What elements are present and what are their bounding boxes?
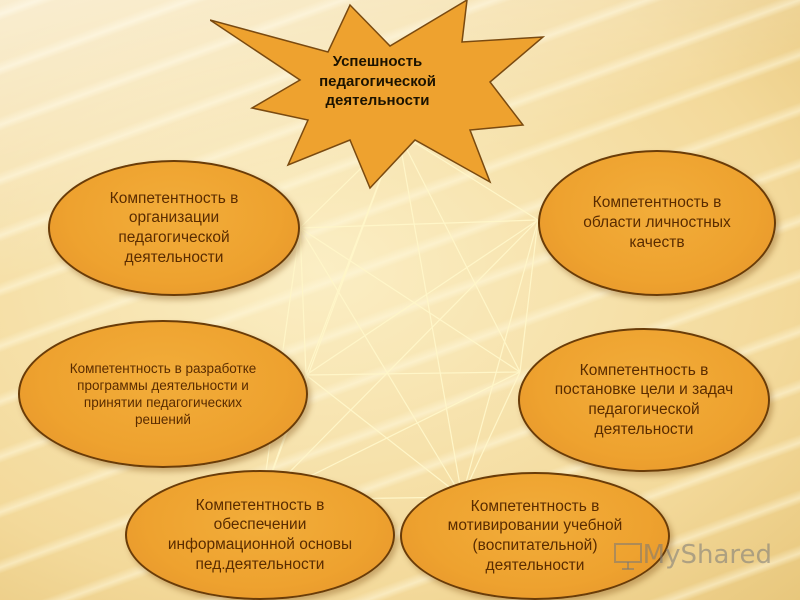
node-program-label: Компетентность в разработке программы де… xyxy=(69,360,257,428)
node-personal: Компетентность в области личностных каче… xyxy=(538,150,776,296)
connector-line xyxy=(397,131,521,373)
connector-line xyxy=(397,131,539,221)
connector-line xyxy=(461,219,539,498)
connector-line xyxy=(519,219,539,373)
watermark-text: MyShared xyxy=(642,540,772,570)
connector-line xyxy=(261,131,399,501)
connector-line xyxy=(299,227,307,376)
node-info-label: Компетентность в обеспечении информацион… xyxy=(167,496,353,573)
center-title: Успешность педагогической деятельности xyxy=(319,53,436,109)
node-org: Компетентность в организации педагогичес… xyxy=(48,160,300,296)
presentation-icon xyxy=(614,543,642,570)
connector-line xyxy=(299,227,521,373)
connector-line xyxy=(305,371,521,376)
connector-line xyxy=(461,371,521,498)
connector-line xyxy=(261,219,539,501)
node-program: Компетентность в разработке программы де… xyxy=(18,320,308,468)
watermark: MyShared xyxy=(612,535,772,575)
node-org-label: Компетентность в организации педагогичес… xyxy=(109,189,239,266)
node-goals: Компетентность в постановке цели и задач… xyxy=(518,328,770,472)
node-personal-label: Компетентность в области личностных каче… xyxy=(583,194,731,251)
node-info: Компетентность в обеспечении информацион… xyxy=(125,470,395,600)
connector-line xyxy=(299,227,463,498)
connector-line xyxy=(305,219,539,376)
node-goals-label: Компетентность в постановке цели и задач… xyxy=(554,361,734,438)
connector-line xyxy=(305,374,463,498)
connector-line xyxy=(299,219,539,229)
center-star: Успешность педагогической деятельности xyxy=(210,0,545,190)
star-shape xyxy=(210,0,545,190)
connector-line xyxy=(397,131,463,498)
node-motivation: Компетентность в мотивировании учебной (… xyxy=(400,472,670,600)
node-motivation-label: Компетентность в мотивировании учебной (… xyxy=(447,497,623,574)
